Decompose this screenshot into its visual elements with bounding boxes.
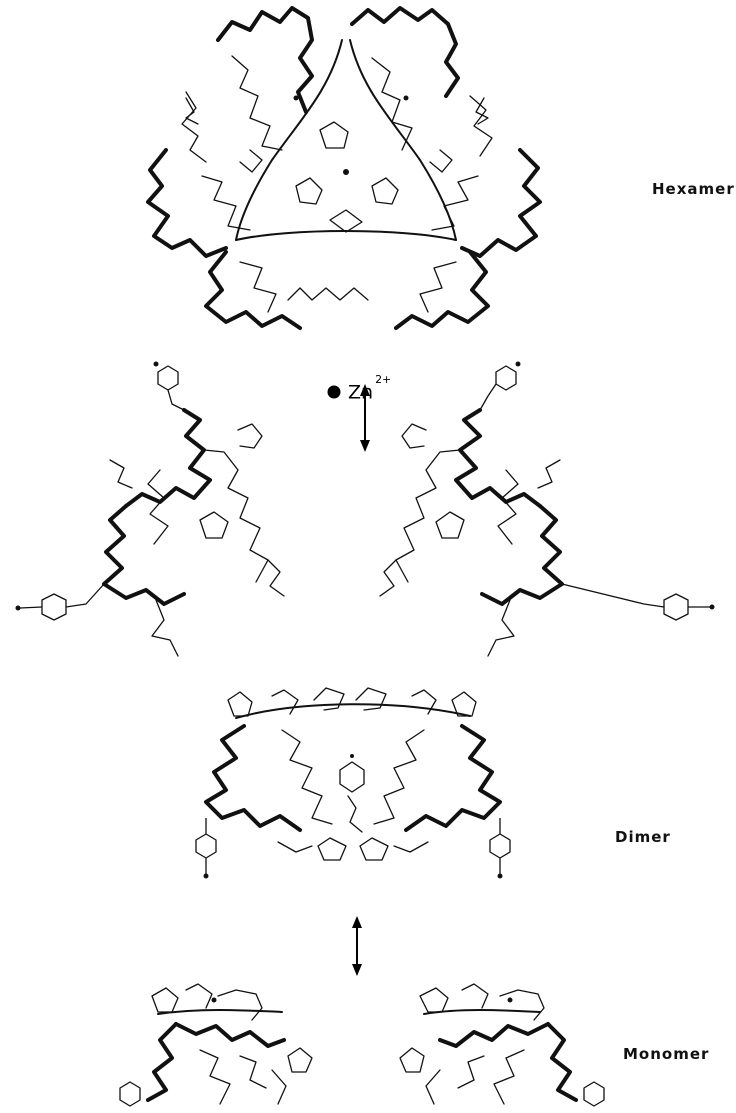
zinc-symbol: Zn (348, 381, 373, 403)
hexamer-structure (148, 8, 540, 328)
zinc-charge: 2+ (375, 373, 391, 386)
zinc-ion-label: Zn2+ (348, 381, 391, 403)
dimer-left-half (16, 362, 285, 657)
dimer-right-half (380, 362, 715, 657)
dimer-label: Dimer (615, 828, 671, 846)
double-arrow-icon-lower (352, 916, 362, 976)
zinc-ion-marker (328, 386, 341, 399)
dimer-structure (196, 688, 510, 879)
monomer-label: Monomer (623, 1045, 709, 1063)
monomer-left (120, 984, 312, 1106)
hexamer-label: Hexamer (652, 180, 735, 198)
monomer-right (400, 984, 604, 1106)
